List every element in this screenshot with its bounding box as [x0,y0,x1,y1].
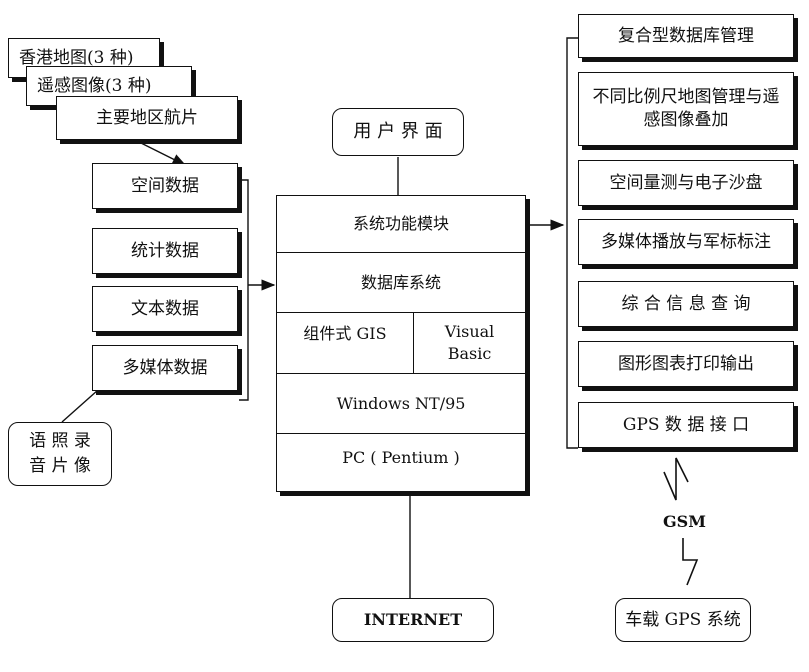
user-interface-box: 用 户 界 面 [332,108,464,156]
media-input-line1: 语 照 录 [29,430,91,451]
visual-basic-label-2: Basic [447,344,492,364]
function-multimedia: 多媒体播放与军标标注 [578,219,794,265]
function-label-5: 综 合 信 息 查 询 [621,293,751,314]
function-label-7: GPS 数 据 接 口 [622,414,750,435]
aerial-photo-label: 主要地区航片 [96,107,198,128]
text-data-label: 文本数据 [131,298,199,319]
function-gps-interface: GPS 数 据 接 口 [578,402,794,448]
function-db-management: 复合型数据库管理 [578,14,794,58]
data-sources-bracket [239,179,249,401]
function-map-management: 不同比例尺地图管理与遥感图像叠加 [578,72,794,146]
database-system-row: 数据库系统 [277,253,525,313]
statistical-data-box: 统计数据 [92,228,238,274]
function-measurement: 空间量测与电子沙盘 [578,160,794,206]
function-label-6: 图形图表打印输出 [618,353,754,374]
visual-basic-cell: Visual Basic [414,313,525,373]
media-input-line2: 音 片 像 [29,456,91,476]
spatial-data-label: 空间数据 [131,175,199,196]
media-input-box: 语 照 录 音 片 像 [8,422,112,486]
multimedia-data-box: 多媒体数据 [92,345,238,391]
os-row: Windows NT/95 [277,374,525,434]
vehicle-gps-box: 车载 GPS 系统 [615,598,751,642]
gsm-label: GSM [663,512,706,531]
database-system-label: 数据库系统 [360,272,441,292]
spatial-data-box: 空间数据 [92,163,238,209]
function-label-1: 复合型数据库管理 [618,25,754,46]
user-interface-label: 用 户 界 面 [353,120,443,142]
arrow-aerial-to-spatial [134,139,187,166]
aerial-photo-card: 主要地区航片 [56,96,238,140]
pc-row: PC ( Pentium ) [277,434,525,481]
internet-box: INTERNET [332,598,494,642]
statistical-data-label: 统计数据 [131,240,199,261]
internet-label: INTERNET [363,610,463,630]
multimedia-data-label: 多媒体数据 [122,357,208,378]
system-stack: 系统功能模块 数据库系统 组件式 GIS Visual Basic Window… [276,195,526,492]
gis-vb-row: 组件式 GIS Visual Basic [277,313,525,374]
function-label-2: 不同比例尺地图管理与遥感图像叠加 [592,87,780,130]
component-gis-cell: 组件式 GIS [277,313,414,373]
text-data-box: 文本数据 [92,286,238,332]
function-label-3: 空间量测与电子沙盘 [609,172,763,193]
function-module-label: 系统功能模块 [352,214,449,234]
function-label-4: 多媒体播放与军标标注 [601,231,771,252]
lightning-bottom [682,538,699,586]
function-module-row: 系统功能模块 [277,196,525,253]
vehicle-gps-label: 车载 GPS 系统 [625,609,741,630]
pc-label: PC ( Pentium ) [342,447,460,467]
os-label: Windows NT/95 [336,393,466,413]
remote-sensing-label: 遥感图像(3 种) [37,75,152,96]
function-print: 图形图表打印输出 [578,341,794,387]
visual-basic-label-1: Visual [444,322,495,341]
function-query: 综 合 信 息 查 询 [578,281,794,327]
hk-map-label: 香港地图(3 种) [19,47,134,68]
lightning-top [663,457,689,501]
functions-bracket [566,37,578,449]
component-gis-label: 组件式 GIS [303,324,387,343]
